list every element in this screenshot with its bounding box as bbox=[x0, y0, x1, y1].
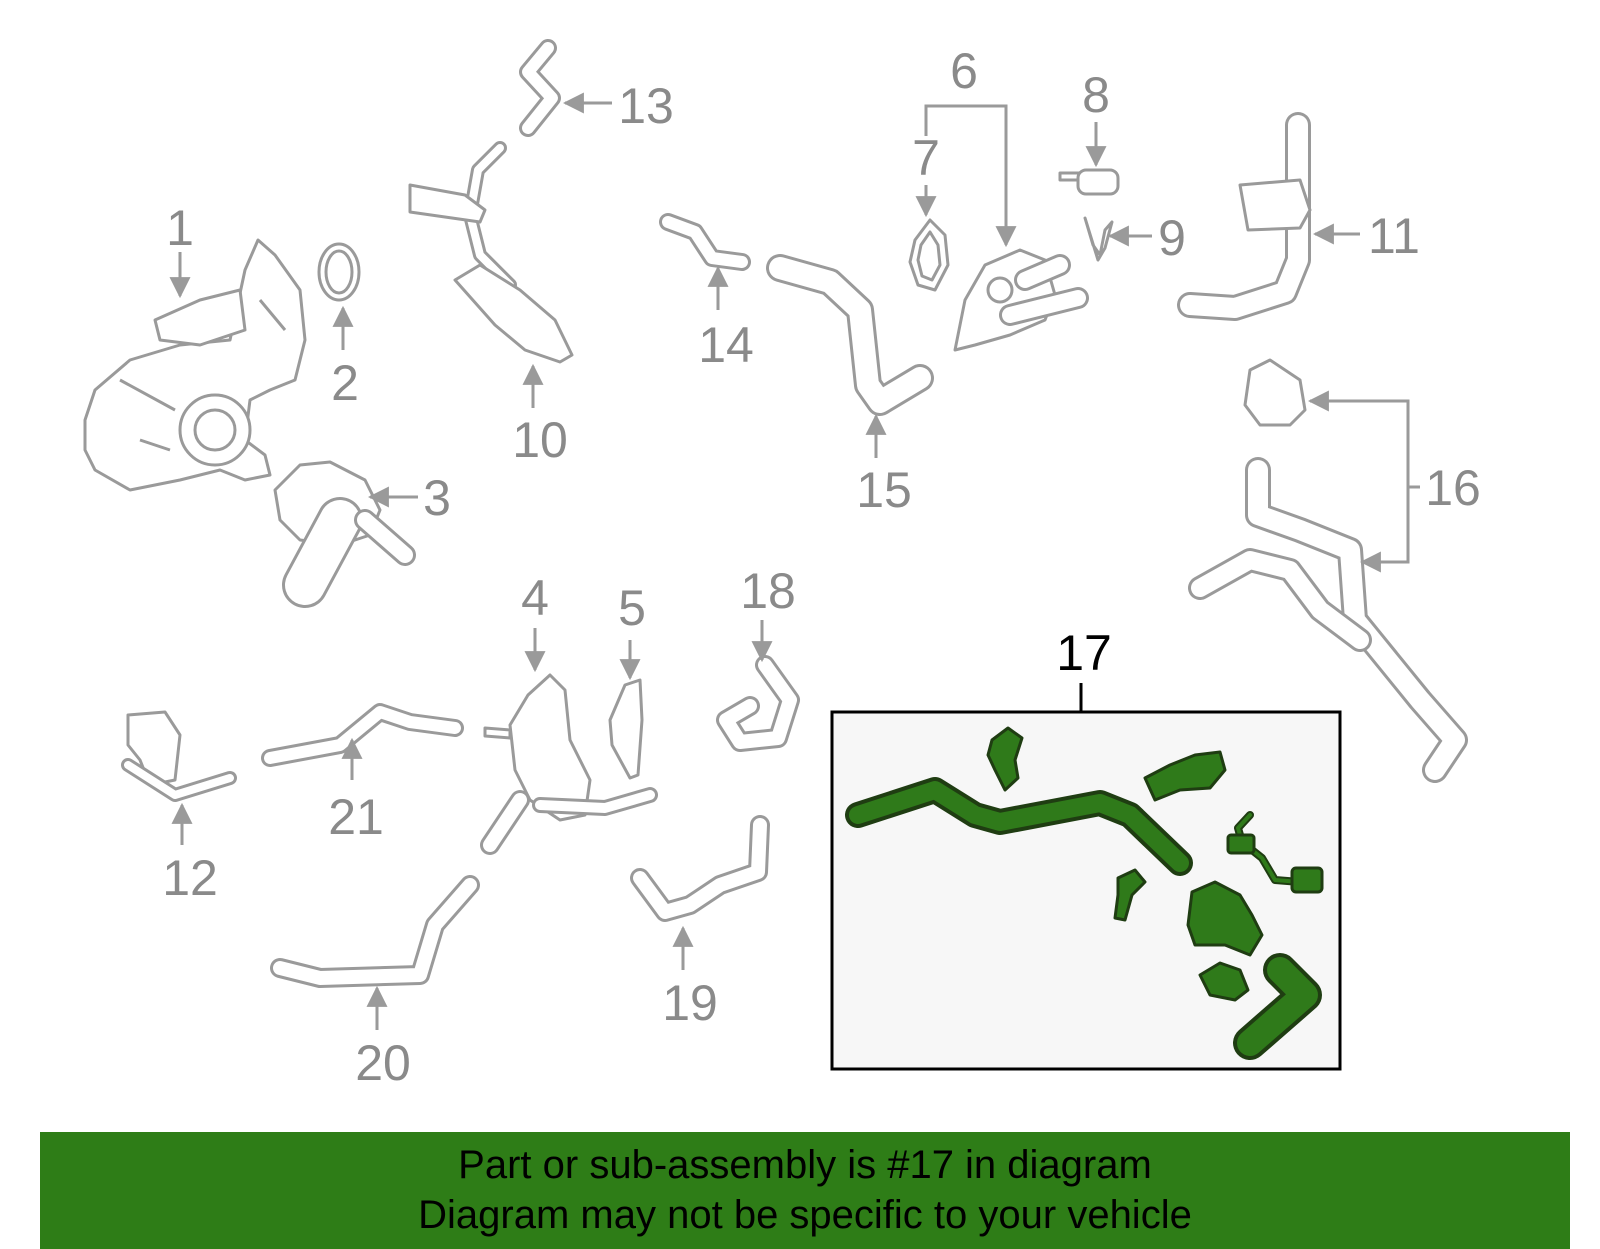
callout-14: 14 bbox=[698, 317, 754, 373]
callout-2: 2 bbox=[331, 355, 359, 411]
part-16-valve-hose bbox=[1188, 358, 1468, 783]
part-15-hose bbox=[766, 254, 934, 416]
callout-12: 12 bbox=[162, 850, 218, 906]
part-9-clip bbox=[1083, 216, 1114, 262]
part-20-hose bbox=[270, 875, 480, 988]
part-3-thermostat-housing bbox=[273, 460, 416, 608]
callout-18: 18 bbox=[740, 563, 796, 619]
part-5-bracket bbox=[608, 678, 644, 780]
callout-7: 7 bbox=[912, 130, 940, 186]
part-21-hose bbox=[261, 703, 464, 767]
callout-1: 1 bbox=[166, 200, 194, 256]
callout-3: 3 bbox=[423, 470, 451, 526]
callout-8: 8 bbox=[1082, 67, 1110, 123]
callout-labels: 1 2 3 4 5 6 7 8 9 10 11 12 13 14 15 16 1… bbox=[162, 43, 1481, 1091]
part-6-water-outlet bbox=[953, 248, 1089, 352]
part-19-hose bbox=[630, 815, 770, 922]
callout-20: 20 bbox=[355, 1035, 411, 1091]
inset-part-17 bbox=[830, 710, 1342, 1071]
part-12-bracket-pipe bbox=[121, 710, 237, 802]
banner-line-2: Diagram may not be specific to your vehi… bbox=[418, 1193, 1192, 1237]
part-8-sensor bbox=[1058, 168, 1120, 196]
callout-13: 13 bbox=[618, 78, 674, 134]
part-2-o-ring bbox=[317, 242, 361, 302]
callout-5: 5 bbox=[618, 580, 646, 636]
part-10-pipe-bracket bbox=[408, 141, 574, 364]
part-14-hose bbox=[659, 213, 751, 271]
part-1-housing bbox=[83, 238, 307, 492]
part-13-hose bbox=[519, 39, 561, 137]
part-18-hose bbox=[716, 655, 800, 752]
callout-15: 15 bbox=[856, 462, 912, 518]
callout-21: 21 bbox=[328, 789, 384, 845]
part-7-gasket bbox=[908, 218, 950, 292]
callout-19: 19 bbox=[662, 975, 718, 1031]
callout-16: 16 bbox=[1425, 460, 1481, 516]
callout-4: 4 bbox=[521, 570, 549, 626]
leader-lines bbox=[169, 92, 1420, 1030]
callout-6: 6 bbox=[950, 43, 978, 99]
part-4-thermostat bbox=[480, 673, 658, 855]
callout-11: 11 bbox=[1368, 208, 1420, 264]
part-11-valve-hose bbox=[1177, 112, 1312, 321]
info-banner: Part or sub-assembly is #17 in diagram D… bbox=[40, 1132, 1570, 1249]
callout-10: 10 bbox=[512, 412, 568, 468]
callout-9: 9 bbox=[1158, 210, 1186, 266]
callout-17: 17 bbox=[1056, 625, 1112, 681]
banner-line-1: Part or sub-assembly is #17 in diagram bbox=[458, 1143, 1152, 1187]
